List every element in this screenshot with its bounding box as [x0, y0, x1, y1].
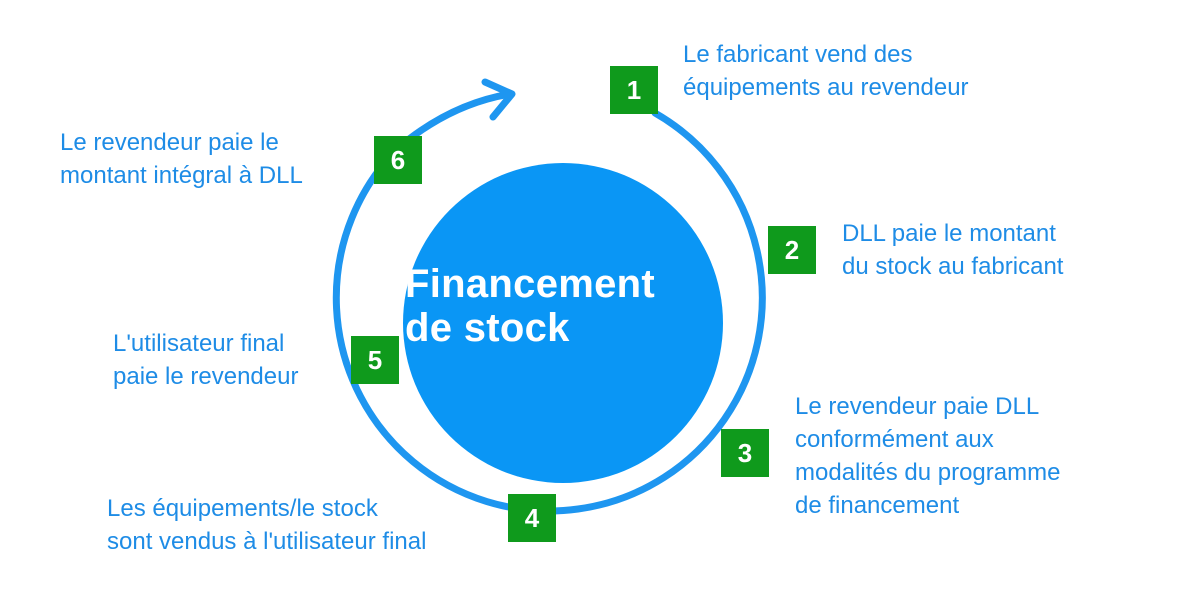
step-3-line3: modalités du programme	[795, 459, 1061, 486]
step-4-line2: sont vendus à l'utilisateur final	[107, 528, 427, 555]
center-title: Financement de stock	[405, 262, 735, 350]
arrowhead-icon	[481, 78, 516, 121]
step-2-badge: 2	[768, 226, 816, 274]
center-title-line1: Financement	[405, 262, 656, 306]
step-2-line1: DLL paie le montant	[842, 220, 1056, 247]
step-6-text: Le revendeur paie le montant intégral à …	[60, 126, 303, 192]
step-3-line2: conformément aux	[795, 426, 994, 453]
step-2-text: DLL paie le montant du stock au fabrican…	[842, 217, 1063, 283]
step-3-line1: Le revendeur paie DLL	[795, 393, 1040, 420]
step-4-line1: Les équipements/le stock	[107, 495, 378, 522]
step-3-badge: 3	[721, 429, 769, 477]
step-5-text: L'utilisateur final paie le revendeur	[113, 327, 298, 393]
step-6-line2: montant intégral à DLL	[60, 162, 303, 189]
step-1-line1: Le fabricant vend des	[683, 41, 913, 68]
step-6-line1: Le revendeur paie le	[60, 129, 279, 156]
step-5-line2: paie le revendeur	[113, 363, 299, 390]
center-circle	[403, 163, 723, 483]
step-1-text: Le fabricant vend des équipements au rev…	[683, 38, 969, 104]
step-4-badge: 4	[508, 494, 556, 542]
step-1-badge: 1	[610, 66, 658, 114]
step-6-badge: 6	[374, 136, 422, 184]
cycle-ring	[332, 109, 766, 515]
step-3-text: Le revendeur paie DLL conformément aux m…	[795, 390, 1060, 522]
step-5-badge: 5	[351, 336, 399, 384]
step-1-line2: équipements au revendeur	[683, 74, 969, 101]
center-title-line2: de stock	[405, 306, 570, 350]
step-5-line1: L'utilisateur final	[113, 330, 285, 357]
step-4-text: Les équipements/le stock sont vendus à l…	[107, 492, 426, 558]
step-3-line4: de financement	[795, 492, 960, 519]
step-2-line2: du stock au fabricant	[842, 253, 1064, 280]
